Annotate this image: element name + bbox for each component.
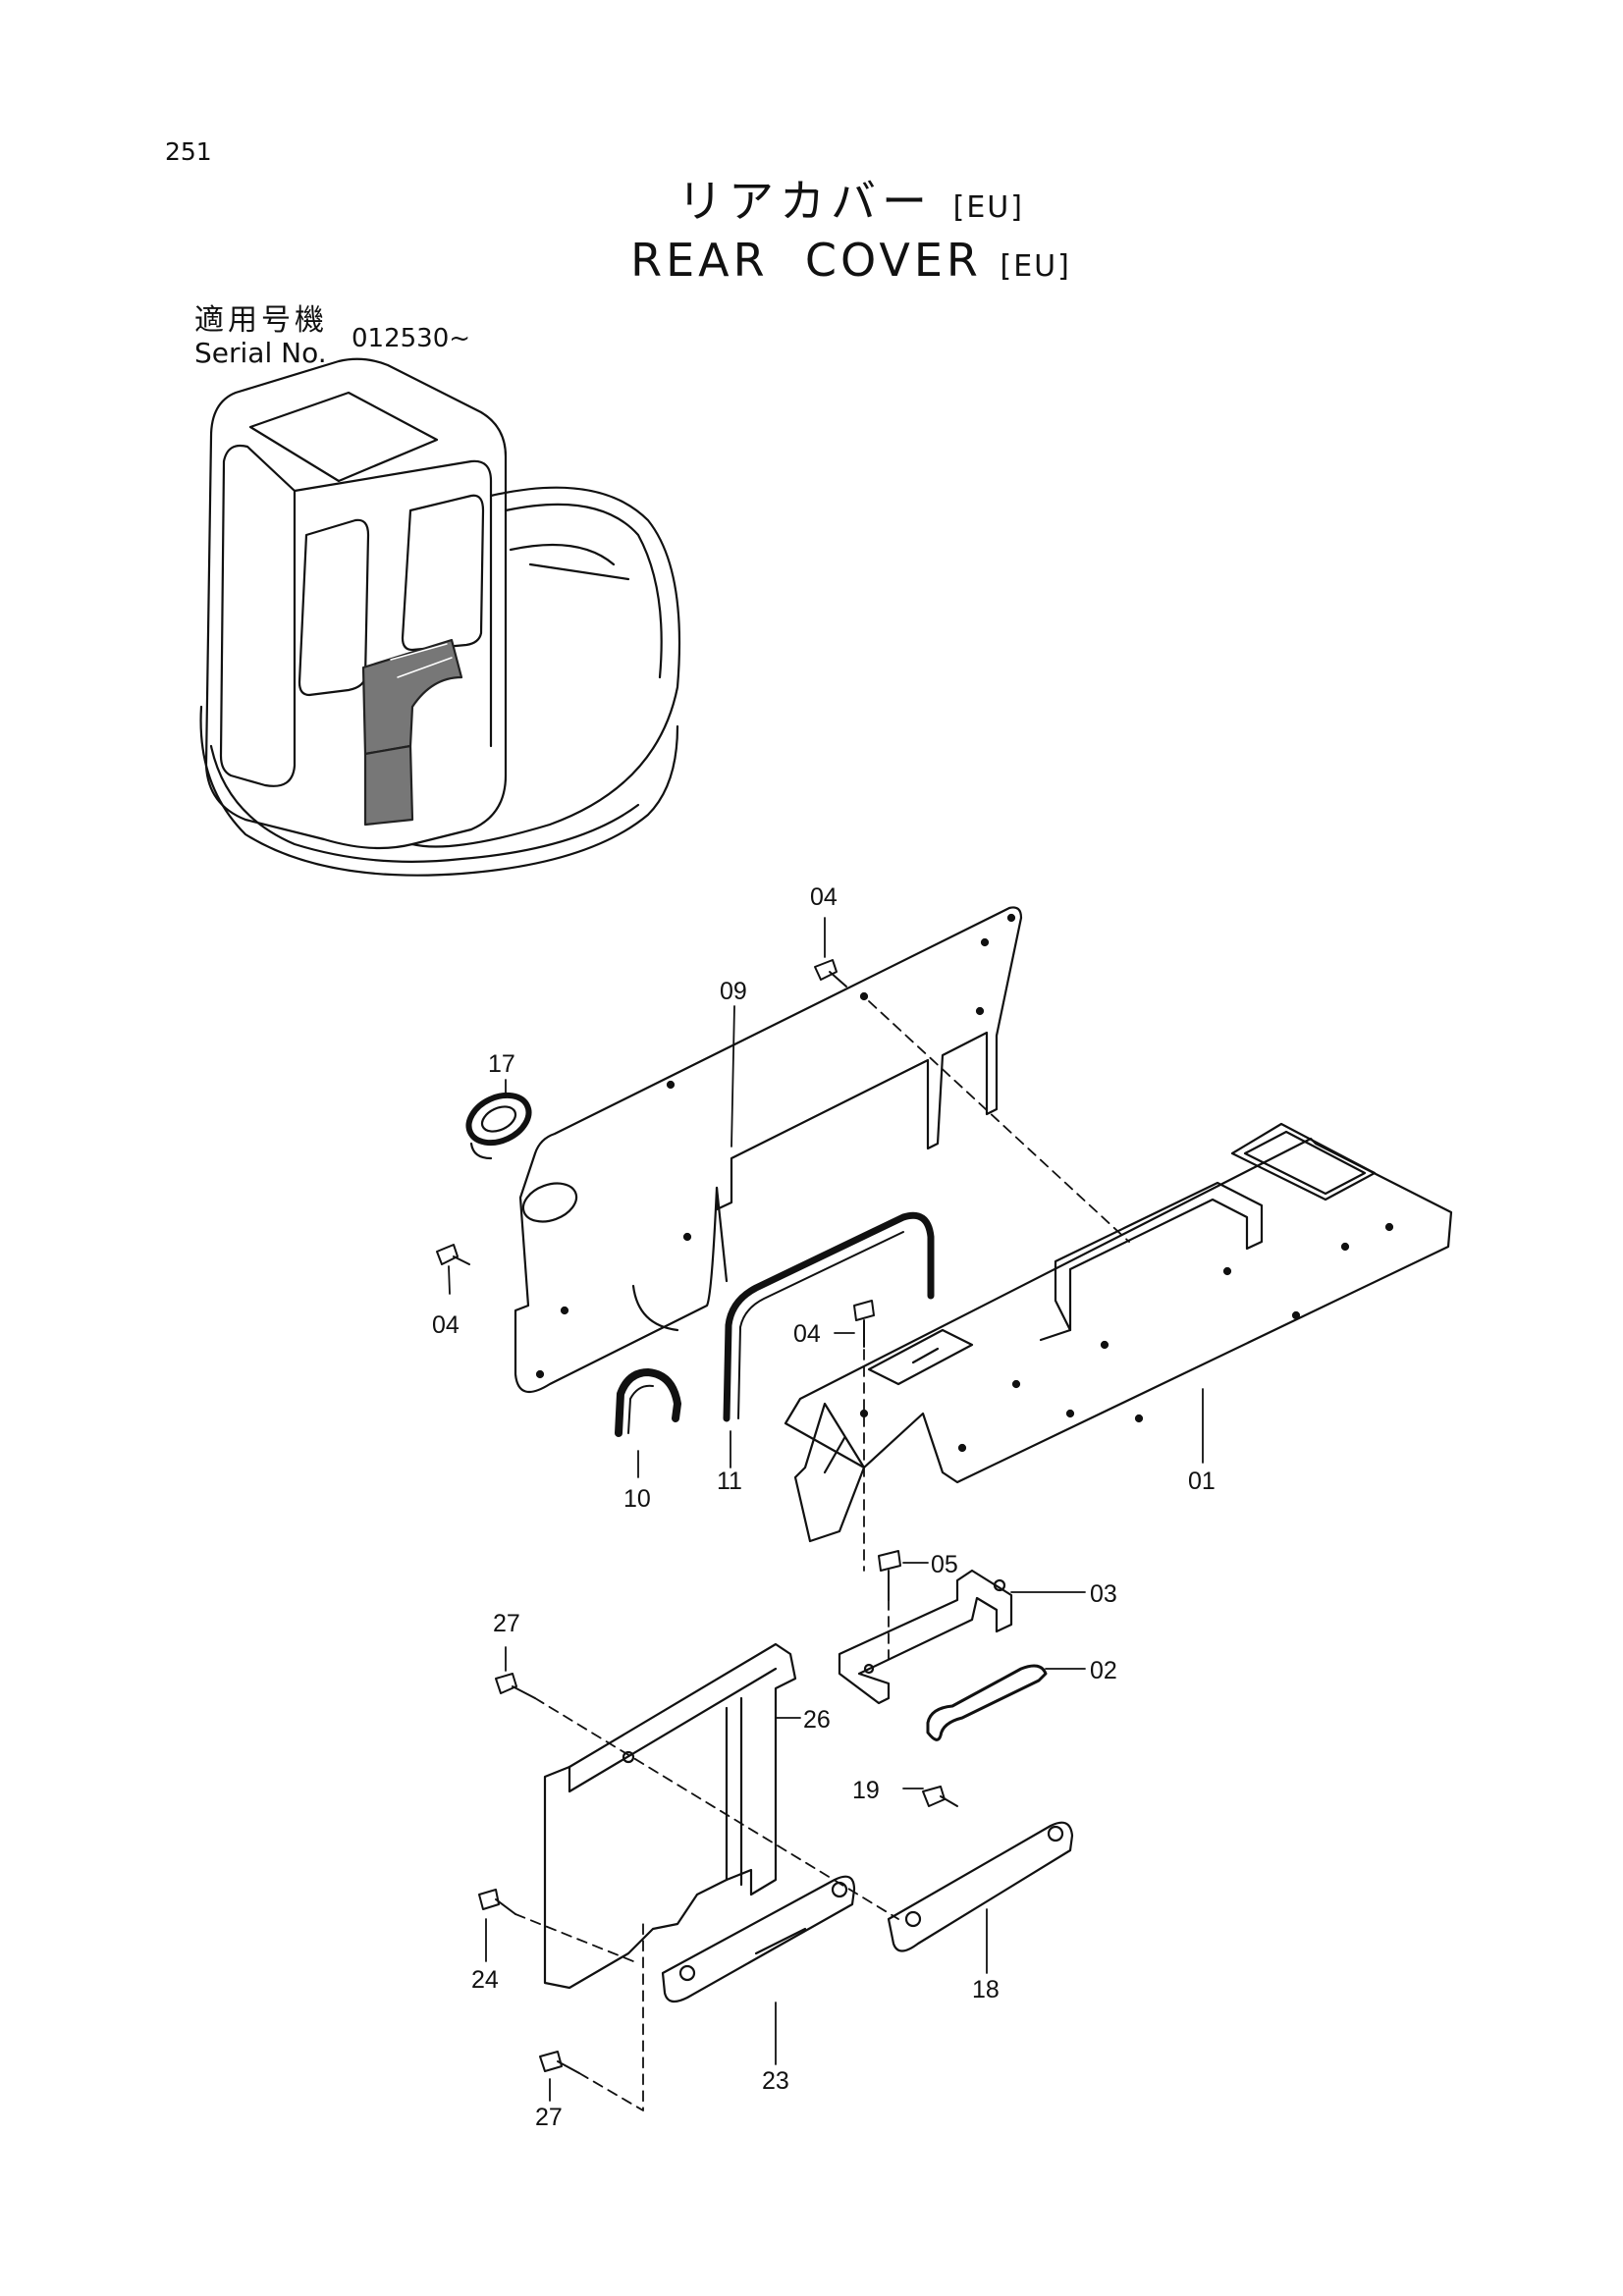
callout-05: 05 [931, 1551, 958, 1578]
bolt-19 [922, 1786, 958, 1807]
bolt-24 [478, 1889, 516, 1915]
title-japanese-suffix: [EU] [952, 190, 1024, 225]
leader-lines [448, 917, 1204, 2102]
excavator-overview-illustration [199, 357, 681, 877]
callout-10: 10 [623, 1485, 651, 1513]
callout-labels: 04 09 17 04 04 10 11 01 05 03 02 27 26 1… [432, 883, 1216, 2131]
callout-04-mid: 04 [793, 1320, 821, 1348]
assembly-lines [514, 1000, 1130, 2111]
callout-19: 19 [852, 1777, 880, 1804]
serial-label-english: Serial No. [194, 337, 327, 369]
callout-09: 09 [720, 978, 747, 1005]
bolt-04-top [814, 959, 847, 988]
callout-24: 24 [471, 1966, 499, 1994]
part-09-rear-cover-plate [514, 906, 1023, 1394]
callout-27-top: 27 [493, 1610, 520, 1637]
callout-04-left: 04 [432, 1311, 460, 1339]
callout-17: 17 [488, 1050, 515, 1078]
callout-11: 11 [717, 1468, 742, 1495]
page-number: 251 [165, 137, 212, 166]
serial-label-japanese: 適用号機 [194, 303, 328, 338]
title-japanese-text: リアカバー [677, 175, 934, 228]
part-18-hinge-bar [887, 1821, 1074, 1952]
callout-27-bottom: 27 [535, 2104, 563, 2131]
bolt-05 [878, 1550, 901, 1601]
bolt-04-left [436, 1244, 470, 1265]
part-03-bracket [838, 1569, 1013, 1705]
part-23-hinge-bar [661, 1875, 856, 2003]
bolts [436, 959, 958, 2074]
title-english: REAR COVER [EU] [0, 238, 1623, 283]
callout-03: 03 [1090, 1580, 1117, 1608]
callout-23: 23 [762, 2067, 789, 2095]
part-01-base-plate [784, 1122, 1453, 1543]
callout-18: 18 [972, 1976, 1000, 2003]
part-11-u-seal [723, 1211, 935, 1422]
title-japanese: リアカバー [EU] [0, 179, 1623, 224]
serial-value: 012530~ [352, 324, 471, 353]
callout-04-top: 04 [810, 883, 838, 911]
callout-26: 26 [803, 1706, 831, 1734]
callout-02: 02 [1090, 1657, 1117, 1684]
part-02-clip [926, 1664, 1048, 1741]
part-26-cover-panel [543, 1642, 797, 1990]
bolt-27-top [495, 1673, 536, 1699]
callout-01: 01 [1188, 1468, 1216, 1495]
title-english-text: REAR COVER [630, 234, 982, 287]
part-10-seal [615, 1368, 681, 1437]
bolt-27-bottom [539, 2051, 580, 2074]
title-english-suffix: [EU] [1000, 249, 1071, 284]
part-17-grommet [465, 1092, 532, 1160]
bolt-04-mid [853, 1300, 875, 1348]
